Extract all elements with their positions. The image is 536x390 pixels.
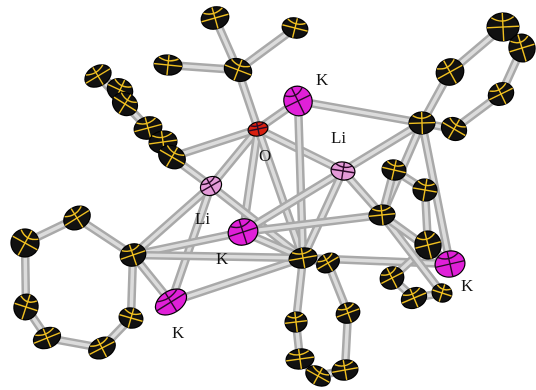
bond-o-cb	[256, 127, 305, 260]
atom-cb2	[316, 252, 340, 274]
label-k-bottom-left: K	[172, 323, 185, 342]
atom-cr	[408, 111, 436, 135]
atom-r5	[400, 286, 428, 310]
bond-o-li2	[209, 127, 260, 188]
atom-rp2	[486, 12, 520, 42]
bond-li1-cb	[301, 169, 345, 260]
atom-k1	[283, 85, 313, 117]
label-li-right: Li	[331, 128, 346, 147]
bond-k1-cr	[296, 99, 424, 125]
atom-lp3	[13, 293, 39, 321]
atom-cs	[368, 204, 396, 226]
atom-bp2	[285, 348, 315, 370]
atom-cq	[223, 57, 253, 83]
atom-r2	[412, 178, 438, 202]
bond-o-pl6	[170, 127, 260, 159]
label-k-right: K	[461, 276, 474, 295]
atom-lp1	[63, 205, 91, 231]
atom-li2	[199, 175, 223, 197]
label-li-left: Li	[195, 209, 210, 228]
atom-r3	[414, 230, 442, 260]
atom-lp2	[10, 228, 40, 258]
atom-li1	[330, 161, 356, 181]
atom-k3	[154, 288, 188, 316]
atom-labels: K O Li Li K K K	[172, 70, 474, 342]
atom-cb	[288, 247, 318, 269]
bond-k3-cb	[169, 256, 305, 304]
atom-k2	[227, 218, 259, 246]
atom-rp4	[487, 81, 515, 107]
bond-ca-cb	[131, 253, 305, 260]
label-k-top: K	[316, 70, 329, 89]
bond-li1-cr	[341, 121, 424, 173]
atom-bp5	[335, 302, 361, 324]
atom-r6	[431, 283, 453, 303]
atom-r1	[381, 159, 407, 181]
atom-rp1	[435, 58, 465, 86]
label-k-middle: K	[216, 249, 229, 268]
bond-r6-cs	[380, 213, 444, 295]
atom-pl1	[84, 64, 112, 88]
atom-pl6	[158, 144, 186, 170]
atom-me1	[200, 6, 230, 30]
bond-li2-ca	[131, 184, 213, 257]
atom-r4	[379, 266, 405, 290]
bond-k2-li1	[241, 169, 345, 234]
atom-lp6	[118, 307, 144, 329]
atom-ca	[119, 243, 147, 267]
atom-bp4	[331, 359, 359, 381]
atoms	[10, 6, 536, 387]
bond-k2-cs	[241, 213, 384, 234]
atom-bp1	[284, 311, 308, 333]
atom-rp5	[440, 116, 468, 142]
atom-me3	[153, 54, 183, 76]
label-o-center: O	[259, 146, 271, 165]
atom-lp4	[32, 326, 62, 350]
atom-bp3	[305, 365, 331, 387]
bond-k1-cb	[296, 99, 305, 260]
atom-me2	[281, 17, 309, 39]
atom-o	[247, 121, 269, 137]
atom-pl3	[111, 91, 139, 117]
atom-rp3	[508, 33, 536, 63]
atom-lp5	[88, 336, 116, 360]
atom-k4	[434, 250, 466, 278]
